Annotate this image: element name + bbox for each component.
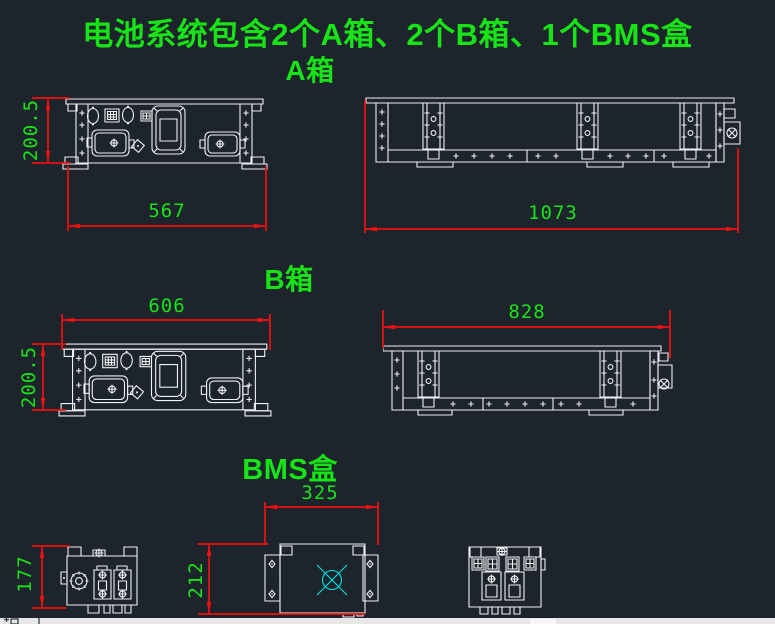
- statusbar-icons[interactable]: [0, 615, 60, 624]
- bms-box-front-view-drawing[interactable]: [466, 545, 546, 615]
- dim-a-side-width: 1073: [528, 202, 578, 224]
- dim-bms-front-height: 212: [185, 561, 207, 599]
- dim-a-front-height: 200.5: [20, 98, 42, 162]
- b-box-front-view-drawing[interactable]: [58, 341, 272, 419]
- a-box-section-label: A箱: [285, 55, 335, 86]
- dim-bms-side-height: 177: [14, 555, 36, 593]
- bms-box-top-view-drawing[interactable]: [263, 543, 380, 618]
- a-box-side-view-drawing[interactable]: [364, 96, 742, 170]
- bms-section-label: BMS盒: [242, 454, 338, 486]
- b-box-side-view-drawing[interactable]: [383, 344, 673, 418]
- crosshair-icon[interactable]: [4, 617, 9, 622]
- scrollbar-thumb[interactable]: [530, 619, 556, 624]
- dim-b-front-height: 200.5: [18, 345, 40, 409]
- dim-bms-top-width: 325: [301, 482, 339, 504]
- dim-a-front-width: 567: [148, 200, 186, 222]
- dim-b-side-width: 828: [508, 301, 546, 323]
- page-title: 电池系统包含2个A箱、2个B箱、1个BMS盒: [82, 17, 693, 52]
- a-box-front-view-drawing[interactable]: [62, 96, 268, 172]
- horizontal-scrollbar[interactable]: [0, 618, 775, 624]
- dim-b-front-width: 606: [148, 295, 186, 317]
- bms-box-side-view-drawing[interactable]: [60, 545, 140, 615]
- b-box-section-label: B箱: [264, 264, 314, 295]
- sheet-icon[interactable]: [10, 618, 19, 624]
